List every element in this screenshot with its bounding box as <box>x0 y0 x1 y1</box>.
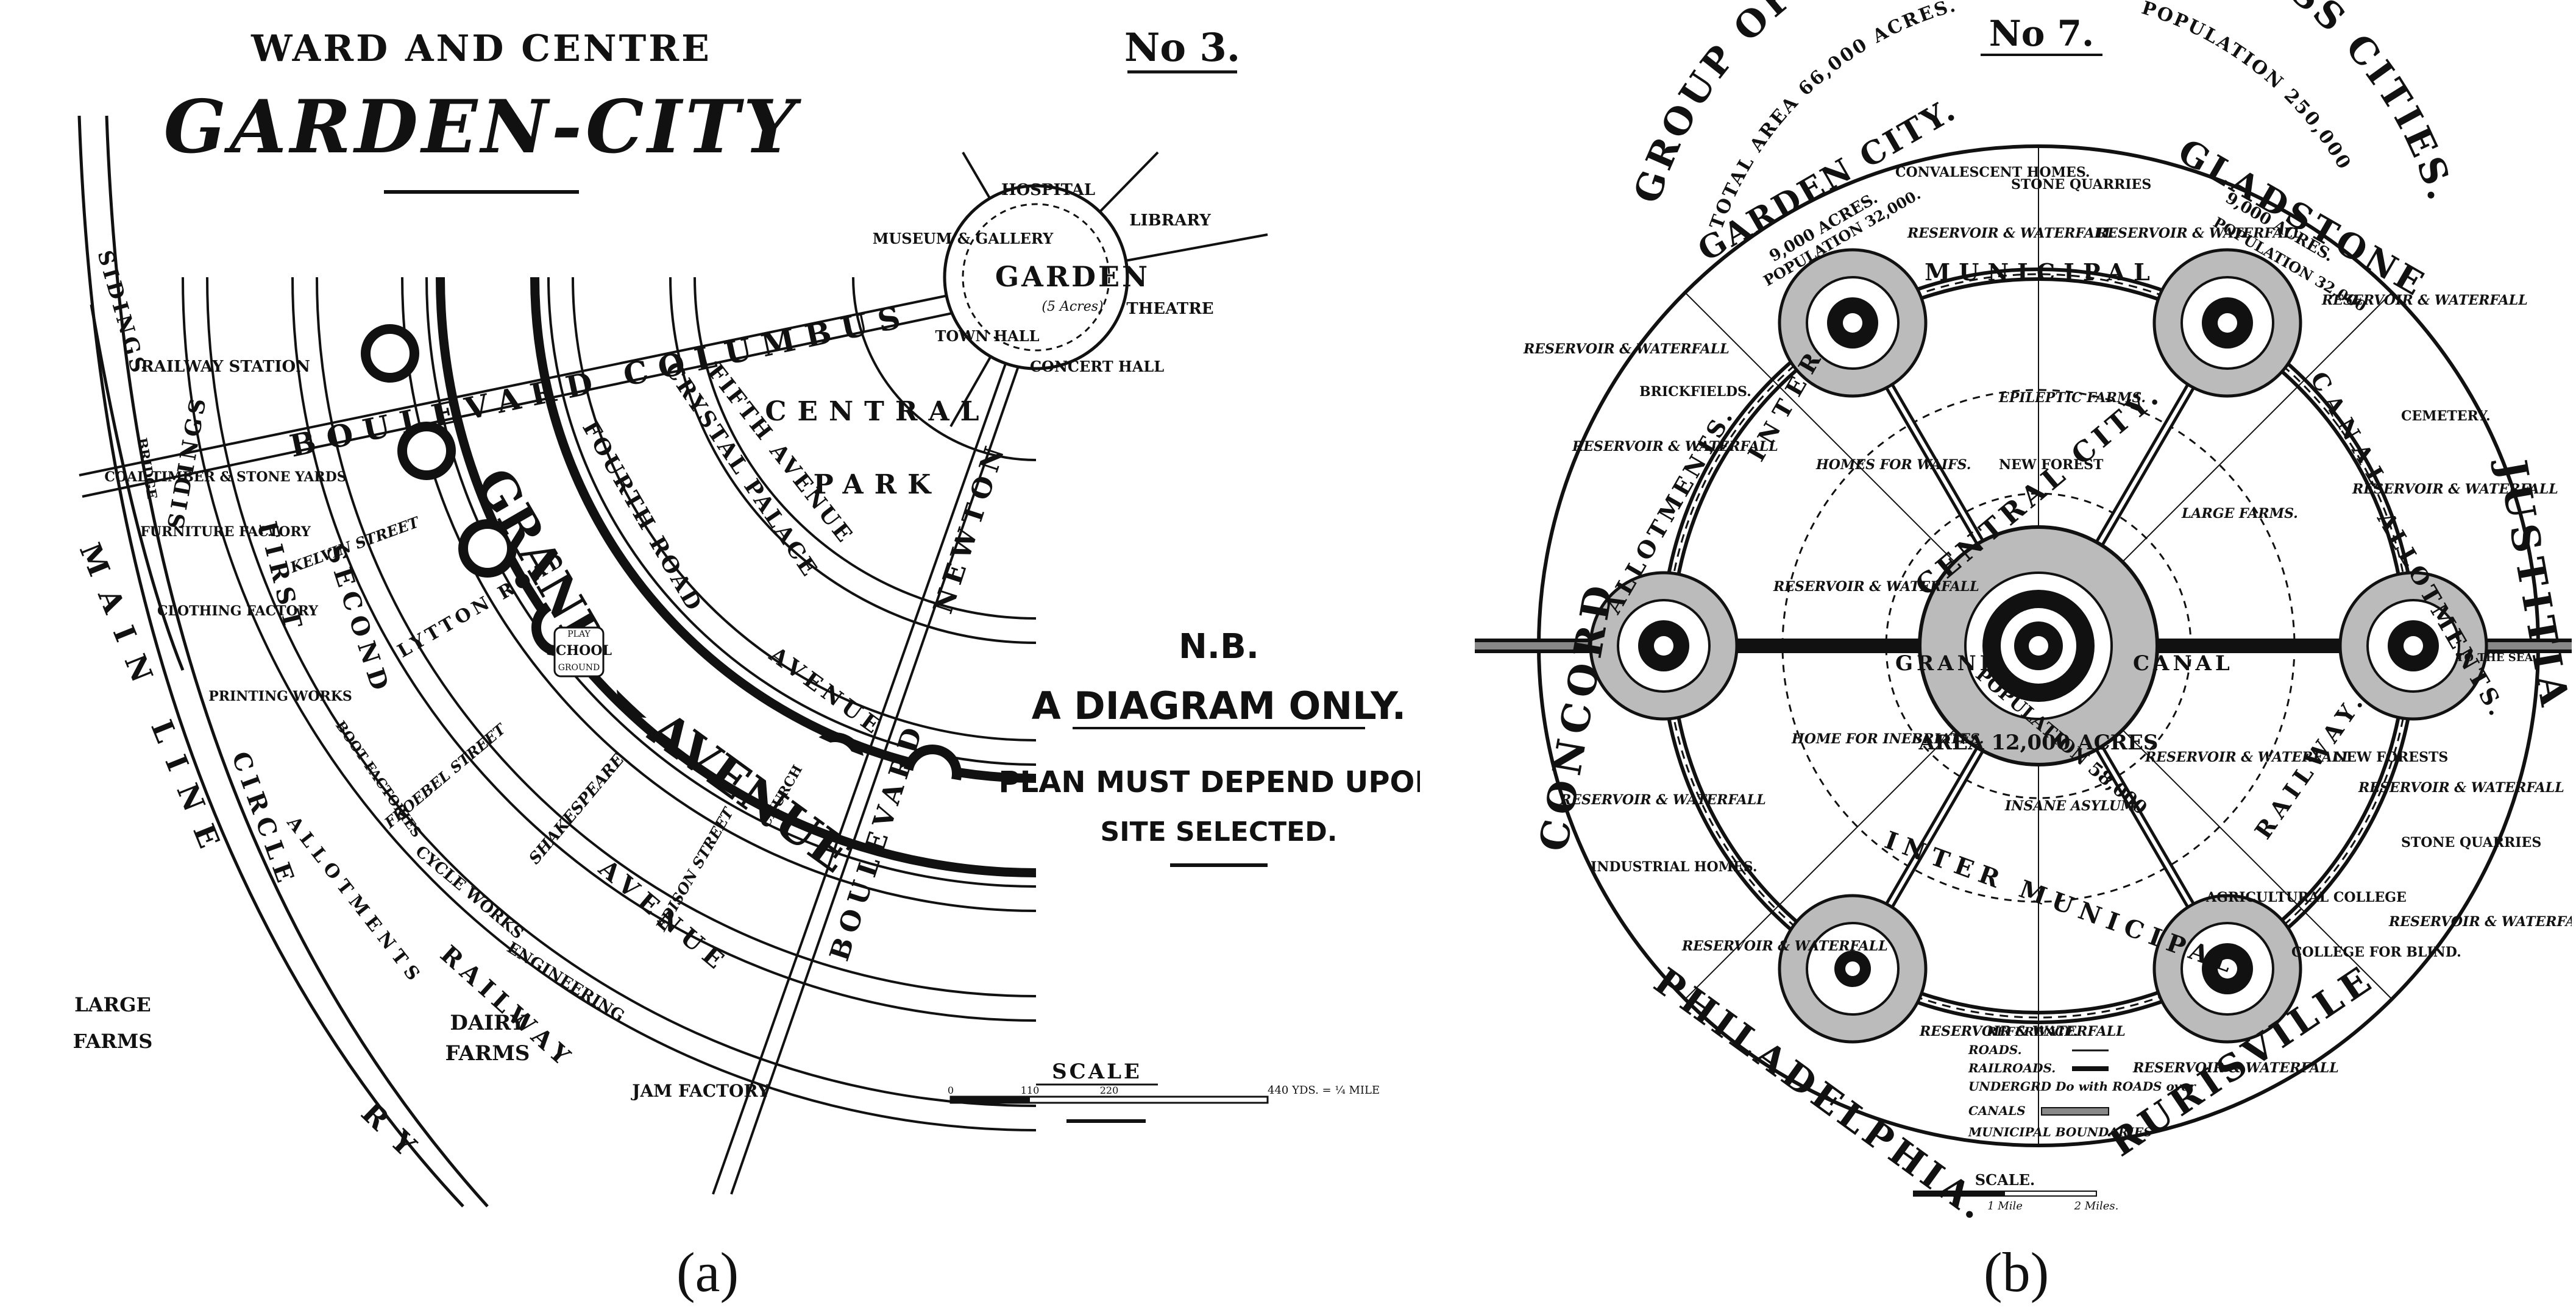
nb-line1: A DIAGRAM ONLY. <box>1032 684 1407 728</box>
label-printing: PRINTING WORKS <box>208 688 352 704</box>
label-dairy-farms: FARMS <box>445 1041 530 1066</box>
label-to-the-sea: TO THE SEA <box>2456 651 2533 664</box>
label-reservoir-8: RESERVOIR & WATERFALL <box>2145 749 2351 765</box>
label-new-forest: NEW FOREST <box>1999 457 2104 473</box>
label-central: CENTRAL <box>765 396 990 427</box>
scale-label-b: SCALE. <box>1975 1171 2035 1189</box>
label-park: PARK <box>814 469 942 500</box>
caption-b: (b) <box>1984 1241 2049 1303</box>
panel-b-group-of-cities: No 7. GROUP OF SLUMLESS SMOKELESS CITIES… <box>1475 0 2572 1219</box>
label-large: LARGE <box>74 993 151 1016</box>
label-college-blind: COLLEGE FOR BLIND. <box>2291 944 2461 960</box>
label-ground: GROUND <box>558 663 600 673</box>
label-agricultural-college: AGRICULTURAL COLLEGE <box>2205 890 2407 905</box>
label-dairy: DAIRY <box>450 1011 525 1035</box>
label-large-farms: FARMS <box>73 1030 153 1053</box>
label-coal-yards: COAL TIMBER & STONE YARDS <box>104 469 346 485</box>
label-reservoir-5: RESERVOIR & WATERFALL <box>1572 439 1778 455</box>
caption-a: (a) <box>676 1241 739 1303</box>
label-school: SCHOOL <box>546 643 612 659</box>
label-concert-hall: CONCERT HALL <box>1030 358 1164 375</box>
label-bridge: BRIDGE <box>133 437 160 501</box>
scale-tick-220: 220 <box>1100 1085 1119 1096</box>
label-canal-main: CANAL <box>2133 651 2234 676</box>
reference-legend: REFERENCE. ROADS. RAILROADS. UNDERGRD Do… <box>1968 1024 2196 1139</box>
reference-roads: ROADS. <box>1968 1042 2022 1057</box>
label-play: PLAY <box>567 629 591 639</box>
title-garden-city: GARDEN-CITY <box>164 84 802 170</box>
label-large-farms: LARGE FARMS. <box>2181 506 2298 522</box>
label-epileptic: EPILEPTIC FARMS. <box>1998 390 2146 406</box>
panel-a-garden-city-plan: WARD AND CENTRE GARDEN-CITY No 3. <box>73 25 1420 1208</box>
label-garden-acres: (5 Acres) <box>1041 299 1103 314</box>
scale-tick-0: 0 <box>948 1085 954 1096</box>
label-second: SECOND <box>320 542 396 699</box>
grand-avenue-band <box>361 277 1037 877</box>
label-stone-quarries-right: STONE QUARRIES <box>2401 835 2541 851</box>
label-reservoir-14: RESERVOIR & WATERFALL <box>2132 1060 2339 1076</box>
label-avenue-third: AVENUE <box>593 854 735 979</box>
label-reservoir-9: RESERVOIR & WATERFALL <box>1559 792 1766 808</box>
label-new-forests: NEW FORESTS <box>2334 749 2448 765</box>
label-homes-waifs: HOMES FOR WAIFS. <box>1815 457 1971 473</box>
label-shakespeare: SHAKESPEARE <box>525 750 628 868</box>
reference-municipal: MUNICIPAL BOUNDARIES <box>1968 1125 2152 1139</box>
satellite-cities <box>1589 248 2488 1044</box>
label-stone-quarries-top: STONE QUARRIES <box>2011 177 2151 193</box>
label-railway-station: RAILWAY STATION <box>141 358 310 376</box>
label-library: LIBRARY <box>1129 211 1211 230</box>
scale-b-2miles: 2 Miles. <box>2074 1200 2119 1212</box>
label-clothing: CLOTHING FACTORY <box>157 603 318 619</box>
plate-number: No 3. <box>1124 25 1240 71</box>
label-town-hall: TOWN HALL <box>935 327 1039 345</box>
label-reservoir-4: RESERVOIR & WATERFALL <box>1523 341 1730 357</box>
nb-line3: SITE SELECTED. <box>1101 816 1338 848</box>
label-insane-asylum: INSANE ASYLUM. <box>2004 798 2140 814</box>
label-reservoir-7: RESERVOIR & WATERFALL <box>1773 579 1979 595</box>
label-reservoir-3: RESERVOIR & WATERFALL <box>2321 292 2528 308</box>
main-line-railway <box>77 115 489 1208</box>
label-museum: MUSEUM & GALLERY <box>873 230 1054 247</box>
header-ward-centre: WARD AND CENTRE <box>250 27 712 70</box>
label-canal: CANAL <box>2305 367 2396 497</box>
nb-line2: PLAN MUST DEPEND UPON <box>998 765 1420 799</box>
label-reservoir-12: RESERVOIR & WATERFALL <box>1681 938 1888 954</box>
label-jam: JAM FACTORY <box>630 1081 770 1101</box>
reference-canals: CANALS <box>1968 1103 2026 1118</box>
label-home-inebriates: HOME FOR INEBRIATES. <box>1791 731 1984 747</box>
scale-b-1mile: 1 Mile <box>1987 1200 2023 1212</box>
label-garden: GARDEN <box>995 260 1150 293</box>
label-reservoir-6: RESERVOIR & WATERFALL <box>2352 481 2558 497</box>
label-theatre: THEATRE <box>1126 300 1213 318</box>
label-cycle: CYCLE WORKS <box>412 842 527 943</box>
reference-heading: REFERENCE. <box>1986 1024 2078 1039</box>
label-reservoir-10: RESERVOIR & WATERFALL <box>2358 780 2564 796</box>
scale-label-a: SCALE <box>1052 1060 1142 1084</box>
city-central-area: AREA 12,000 ACRES <box>1918 731 2159 755</box>
label-industrial-homes: INDUSTRIAL HOMES. <box>1591 859 1758 875</box>
reference-undergrd: UNDERGRD Do with ROADS over <box>1968 1079 2196 1094</box>
label-reservoir-11: RESERVOIR & WATERFALL <box>2388 914 2572 930</box>
radial-roads <box>79 151 1268 1195</box>
central-garden-circle <box>943 184 1129 370</box>
label-hospital: HOSPITAL <box>1001 181 1095 199</box>
concentric-roads <box>182 277 1037 1131</box>
plate-number-b: No 7. <box>1989 13 2094 54</box>
label-cemetery: CEMETERY. <box>2401 408 2491 424</box>
reference-railroads: RAILROADS. <box>1968 1061 2056 1075</box>
nb-heading: N.B. <box>1179 627 1259 667</box>
label-furniture: FURNITURE FACTORY <box>140 524 311 540</box>
label-reservoir-13: RESERVOIR & WATERFALL <box>1919 1024 2126 1039</box>
label-municipal: MUNICIPAL <box>1925 258 2159 286</box>
label-brickfields: BRICKFIELDS. <box>1639 384 1751 400</box>
label-grand: GRAND <box>1895 651 2001 676</box>
scale-tick-110: 110 <box>1021 1085 1040 1096</box>
label-reservoir-1: RESERVOIR & WATERFALL <box>1907 225 2113 241</box>
label-reservoir-2: RESERVOIR & WATERFALL <box>2096 225 2302 241</box>
scale-tick-end: 440 YDS. = ¼ MILE <box>1268 1084 1380 1097</box>
label-sidings-lower: SIDINGS <box>163 393 212 531</box>
label-convalescent: CONVALESCENT HOMES. <box>1895 165 2090 180</box>
label-allotments: ALLOTMENTS <box>282 812 427 989</box>
central-city <box>1918 525 2159 766</box>
